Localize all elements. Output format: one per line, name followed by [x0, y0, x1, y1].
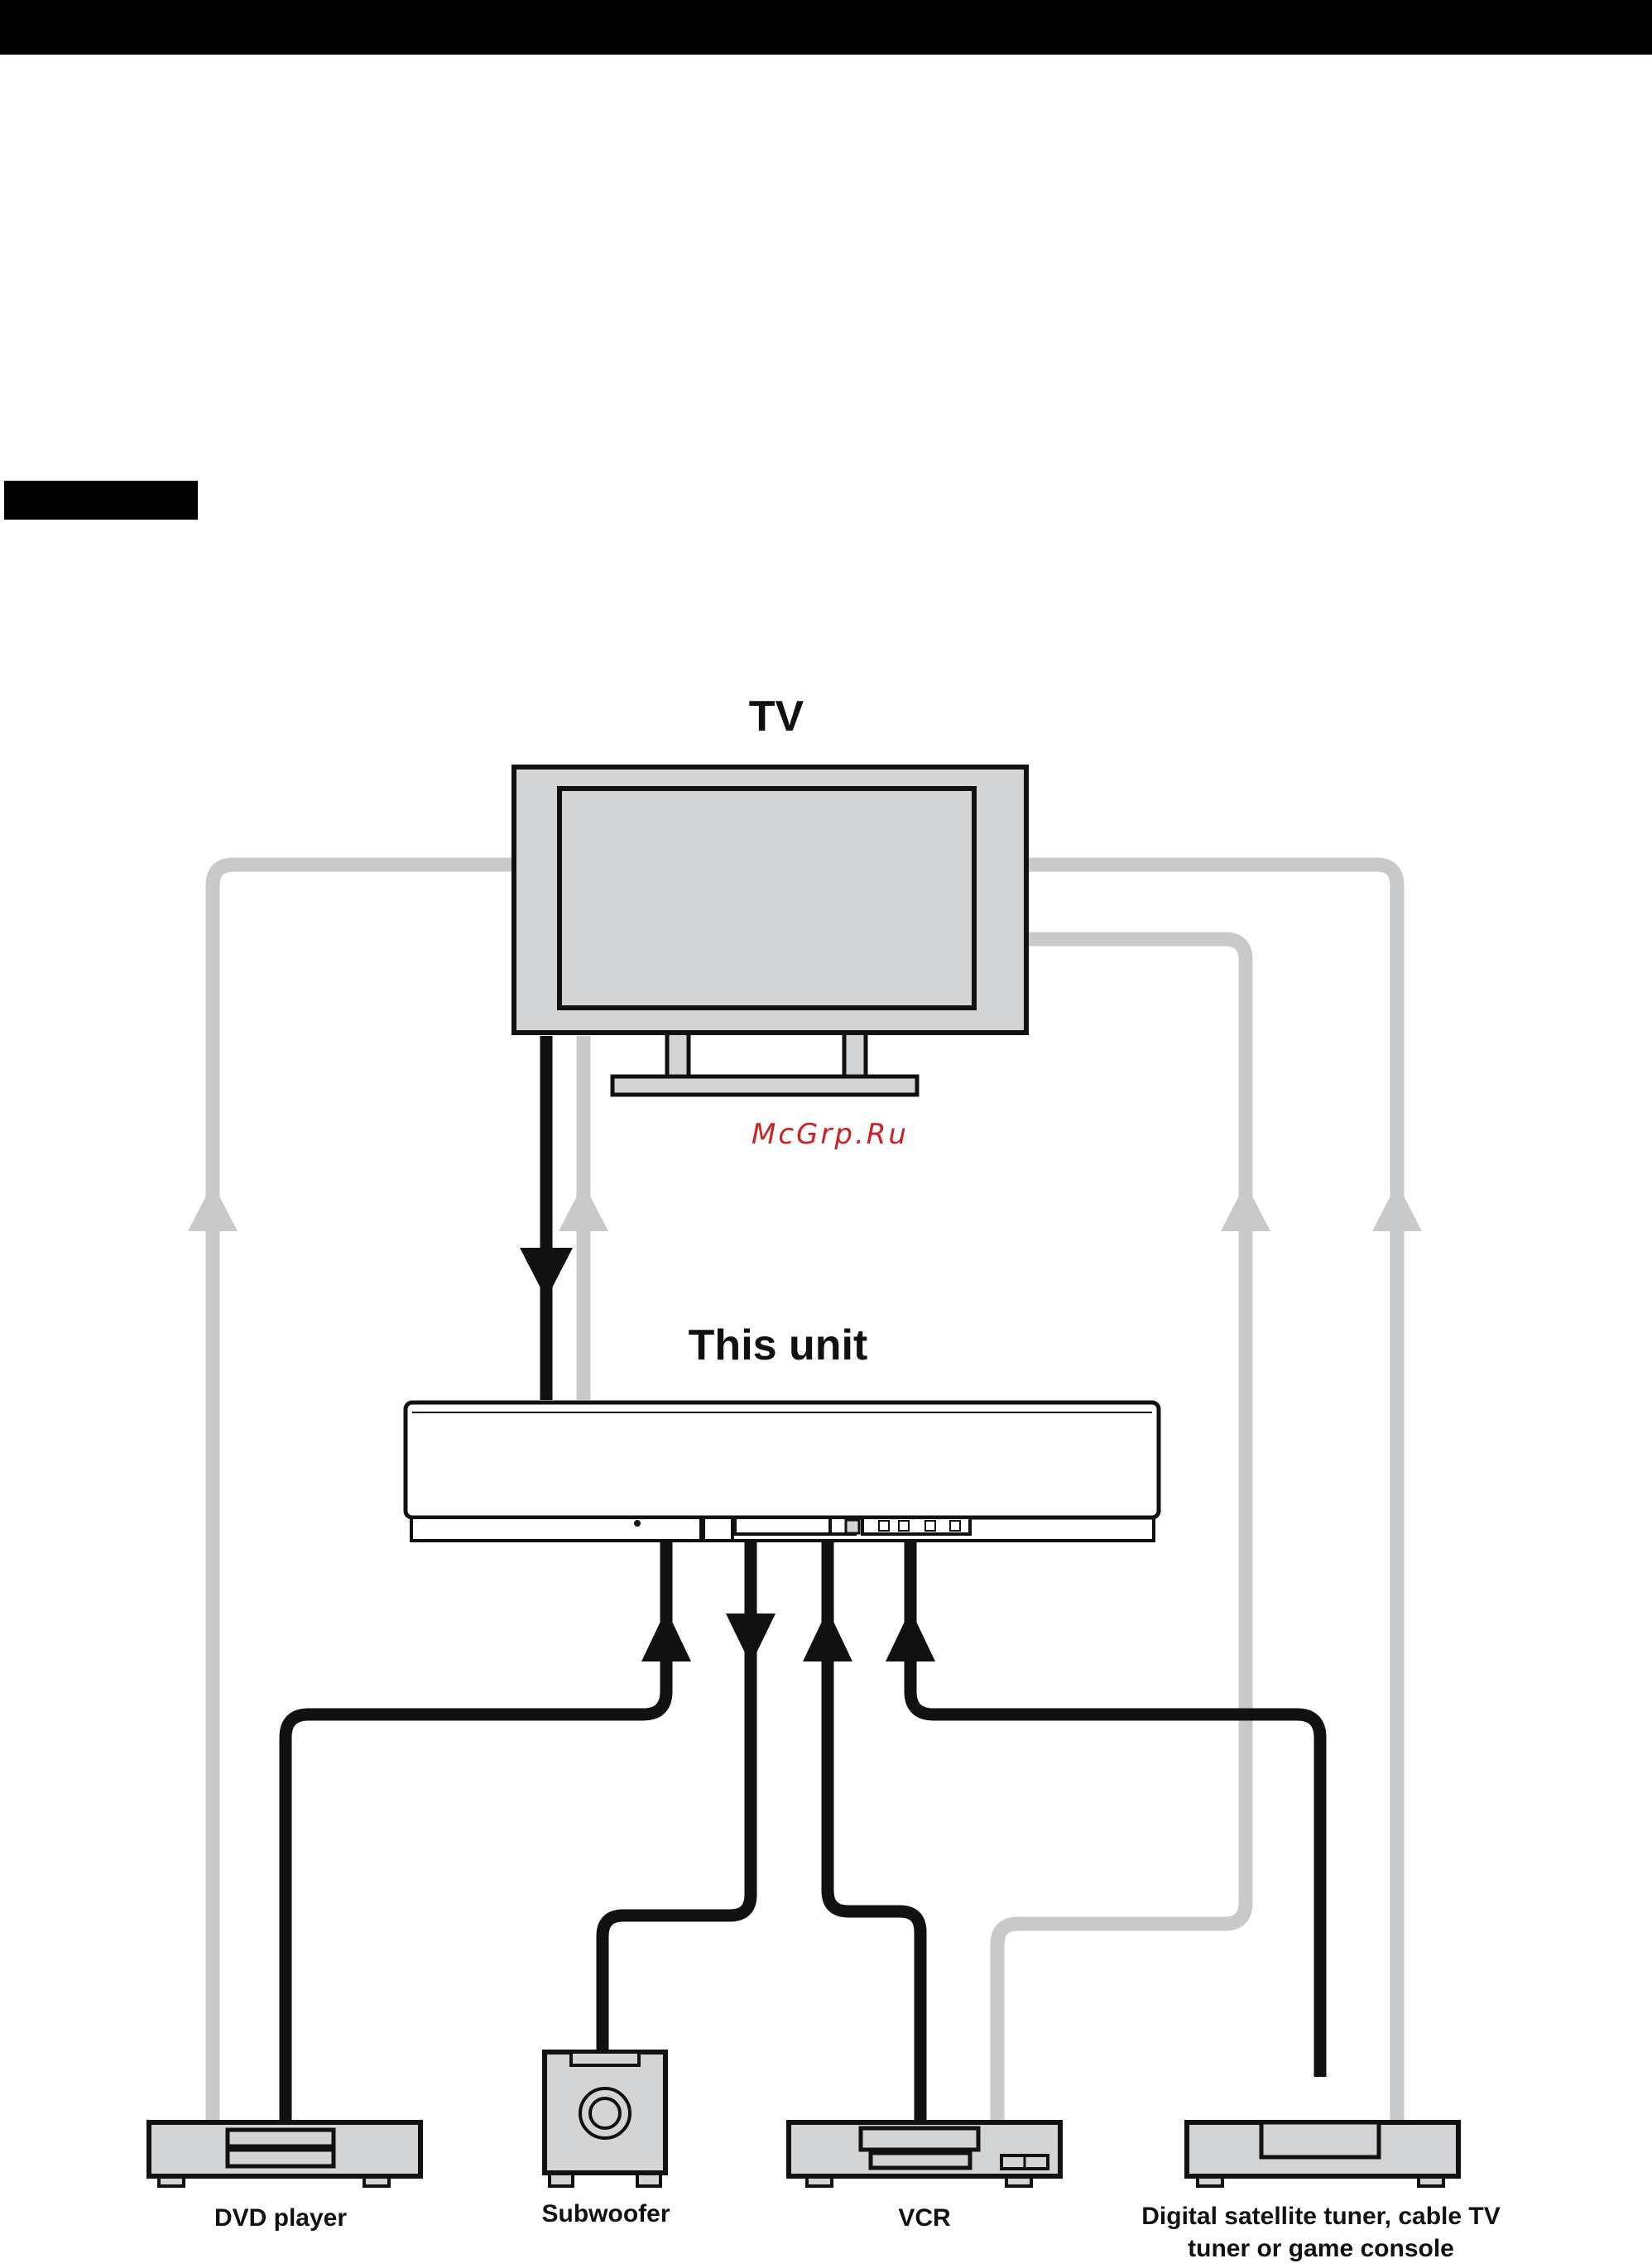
tuner-slot	[1261, 2122, 1379, 2157]
unit-display	[735, 1518, 830, 1534]
dvd-tray	[228, 2150, 334, 2166]
subwoofer-body	[545, 2052, 665, 2173]
cable-sat-to-unit	[910, 1541, 1320, 2077]
arrow-up	[188, 1183, 238, 1231]
tv-label: TV	[749, 693, 804, 741]
arrow-down	[520, 1248, 573, 1299]
gray-arrows	[188, 1183, 1422, 1231]
arrow-up	[803, 1609, 852, 1661]
unit-panel	[411, 1518, 701, 1541]
arrow-up	[1221, 1183, 1270, 1231]
tv-screen	[559, 789, 974, 1008]
vcr-tape-slot	[861, 2128, 978, 2150]
tv-stand-post	[844, 1033, 866, 1079]
dvd-player-icon	[149, 2122, 420, 2186]
subwoofer-label: Subwoofer	[542, 2200, 670, 2227]
arrow-up	[886, 1609, 935, 1661]
vcr-tape-slot	[871, 2153, 970, 2168]
unit-body	[406, 1403, 1159, 1518]
unit-power-button	[846, 1520, 859, 1533]
subwoofer-icon	[545, 2052, 665, 2186]
satellite-tuner-icon	[1187, 2122, 1458, 2186]
dvd-player-label: DVD player	[214, 2204, 347, 2232]
cable-dvd-to-unit	[286, 1541, 666, 2122]
subwoofer-top-panel	[571, 2052, 639, 2065]
black-cables	[286, 1036, 1320, 2122]
watermark: McGrp.Ru	[752, 1118, 909, 1151]
tv-stand-base	[612, 1076, 917, 1095]
arrow-up	[641, 1609, 691, 1661]
dvd-tray	[228, 2130, 334, 2146]
satellite-tuner-label-line1: Digital satellite tuner, cable TV	[1141, 2203, 1500, 2230]
unit-label: This unit	[689, 1321, 868, 1369]
unit-led	[634, 1520, 641, 1527]
tv-stand-post	[667, 1033, 689, 1079]
satellite-tuner-label-line2: tuner or game console	[1188, 2235, 1454, 2262]
arrow-up	[559, 1183, 608, 1231]
vcr-icon	[789, 2122, 1060, 2186]
arrow-down	[726, 1613, 776, 1665]
arrow-up	[1372, 1183, 1422, 1231]
unit-panel	[704, 1518, 732, 1541]
vcr-label: VCR	[898, 2204, 951, 2232]
tv-icon	[514, 767, 1026, 1095]
unit-icon	[406, 1403, 1159, 1541]
